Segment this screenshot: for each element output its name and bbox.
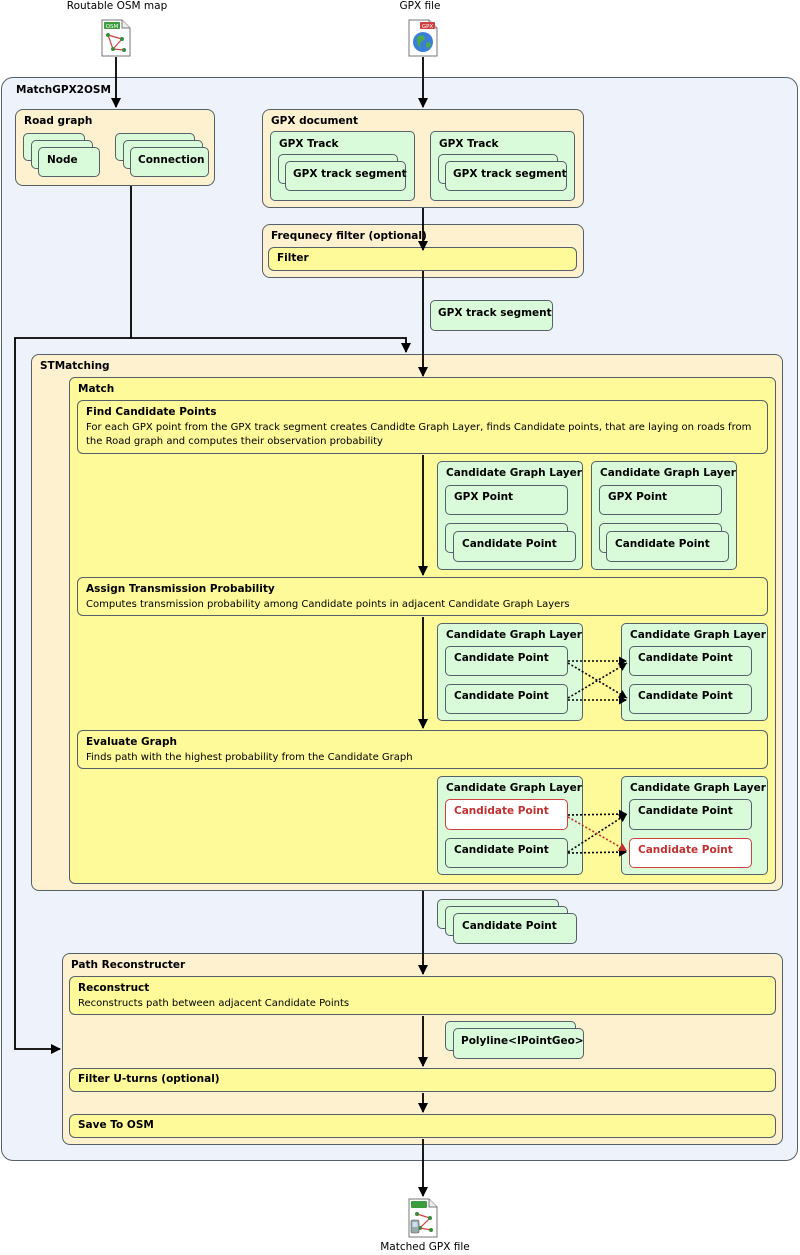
candidate-c-right-2-selected: Candidate Point [629,838,752,868]
path-reconstructer-title: Path Reconstructer [71,959,186,971]
gpx-point-a1: GPX Point [445,485,568,515]
find-candidate-points-desc-1: For each GPX point from the GPX track se… [86,422,752,433]
candidate-c-right-2-label: Candidate Point [638,844,733,856]
gpx-track-segment-data-label: GPX track segment [438,307,552,319]
candidate-b-left-2-label: Candidate Point [454,690,549,702]
candidate-graph-layer-c-right-title: Candidate Graph Layer [630,782,766,794]
reconstruct-step: Reconstruct Reconstructs path between ad… [69,976,776,1015]
candidate-b-right-2: Candidate Point [629,684,752,714]
gpx-point-a1-label: GPX Point [454,491,514,503]
road-graph-title: Road graph [24,115,93,127]
gpx-track-1-segment-label: GPX track segment [293,168,407,180]
matchgpx2osm-title: MatchGPX2OSM [16,84,111,96]
assign-transmission-step: Assign Transmission Probability Computes… [77,577,768,616]
candidate-graph-layer-a2-title: Candidate Graph Layer [600,467,736,479]
candidate-b-left-1: Candidate Point [445,646,568,676]
gpx-track-segment-data: GPX track segment [430,300,553,331]
candidate-b-left-2: Candidate Point [445,684,568,714]
gpx-track-2-segment-label: GPX track segment [453,168,567,180]
osm-file-icon: OSM [101,19,131,57]
gpx-document-title: GPX document [271,115,359,127]
find-candidate-points-step: Find Candidate Points For each GPX point… [77,400,768,454]
filter-label: Filter [277,252,309,264]
osm-map-label: Routable OSM map [66,0,168,12]
candidate-a1: Candidate Point [453,531,576,562]
candidate-a1-label: Candidate Point [462,538,557,550]
gpx-file-label: GPX file [399,0,441,12]
candidate-graph-layer-c-left-title: Candidate Graph Layer [446,782,582,794]
frequency-filter-title: Frequnecy filter (optional) [271,230,427,242]
candidate-c-right-1-label: Candidate Point [638,805,733,817]
assign-transmission-desc: Computes transmission probability among … [86,599,570,610]
candidate-c-right-1: Candidate Point [629,799,752,830]
osm-icon-badge: OSM [106,24,119,30]
candidate-graph-layer-a1-title: Candidate Graph Layer [446,467,582,479]
node-label: Node [47,154,78,166]
gpx-track-1-segment: GPX track segment [285,161,407,191]
connection-box: Connection [130,147,209,177]
gpx-file-icon: GPX [408,19,438,57]
gpx-track-2-segment: GPX track segment [445,161,567,191]
node-box: Node [38,147,100,177]
stmatching-title: STMatching [40,360,110,372]
candidate-points-data: Candidate Point [453,913,577,944]
matched-gpx-file-icon [408,1198,438,1238]
evaluate-graph-title: Evaluate Graph [86,736,177,748]
candidate-b-right-2-label: Candidate Point [638,690,733,702]
connection-label: Connection [138,154,205,166]
candidate-c-left-2-label: Candidate Point [454,844,549,856]
filter-uturns-label: Filter U-turns (optional) [78,1073,220,1085]
polyline-data: Polyline<IPointGeo> [453,1028,584,1059]
gpx-track-1-title: GPX Track [279,138,339,150]
candidate-graph-layer-b-right-title: Candidate Graph Layer [630,629,766,641]
reconstruct-title: Reconstruct [78,982,150,994]
candidate-c-left-1-label: Candidate Point [454,805,549,817]
matched-gpx-label: Matched GPX file [380,1241,470,1253]
match-title: Match [78,383,115,395]
candidate-b-right-1-label: Candidate Point [638,652,733,664]
candidate-b-right-1: Candidate Point [629,646,752,676]
save-to-osm-label: Save To OSM [78,1119,154,1131]
candidate-b-left-1-label: Candidate Point [454,652,549,664]
candidate-points-data-label: Candidate Point [462,920,557,932]
candidate-a2-label: Candidate Point [615,538,710,550]
candidate-a2: Candidate Point [606,531,729,562]
gpx-point-a2-label: GPX Point [608,491,668,503]
find-candidate-points-title: Find Candidate Points [86,406,217,418]
gpx-track-2-title: GPX Track [439,138,499,150]
gpx-point-a2: GPX Point [599,485,722,515]
filter-uturns-step: Filter U-turns (optional) [69,1068,776,1092]
find-candidate-points-desc-2: the Road graph and computes their observ… [86,436,383,447]
assign-transmission-title: Assign Transmission Probability [86,583,275,595]
save-to-osm-step: Save To OSM [69,1114,776,1138]
candidate-c-left-2: Candidate Point [445,838,568,868]
filter-step: Filter [268,247,577,271]
reconstruct-desc: Reconstructs path between adjacent Candi… [78,998,350,1009]
gpx-icon-badge: GPX [422,24,434,30]
evaluate-graph-desc: Finds path with the highest probability … [86,752,413,763]
candidate-graph-layer-b-left-title: Candidate Graph Layer [446,629,582,641]
polyline-label: Polyline<IPointGeo> [461,1035,584,1047]
candidate-c-left-1-selected: Candidate Point [445,799,568,830]
evaluate-graph-step: Evaluate Graph Finds path with the highe… [77,730,768,769]
